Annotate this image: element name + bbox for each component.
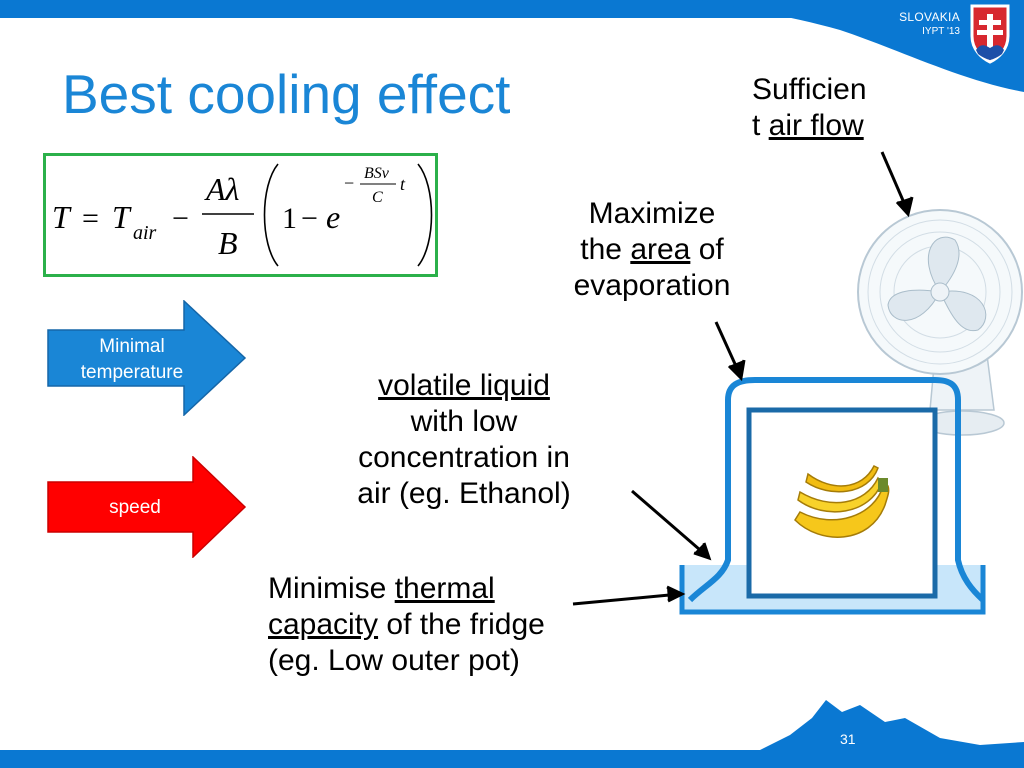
minimise-underlined-2: capacity bbox=[268, 608, 379, 641]
volatile-label: volatile liquid with low concentration i… bbox=[314, 368, 614, 512]
formula-numerator: Aλ bbox=[204, 171, 240, 207]
volatile-line3: concentration in bbox=[358, 441, 570, 474]
formula-denominator: B bbox=[218, 225, 238, 261]
minimise-line1: Minimise thermal bbox=[268, 572, 495, 605]
banana-icon bbox=[794, 464, 890, 538]
bottom-bar bbox=[0, 750, 1024, 768]
minimise-underlined-1: thermal bbox=[394, 572, 495, 605]
minimise-line3: (eg. Low outer pot) bbox=[268, 644, 520, 677]
minimal-temperature-label: Minimal temperature bbox=[52, 334, 212, 386]
airflow-label: Sufficien t air flow bbox=[752, 72, 867, 144]
formula-exp-den: C bbox=[372, 189, 383, 206]
minimise-label: Minimise thermal capacity of the fridge … bbox=[268, 571, 545, 679]
maximize-line3: evaporation bbox=[573, 269, 731, 302]
brand-event: IYPT '13 bbox=[922, 26, 960, 37]
header-wave bbox=[700, 0, 1024, 92]
airflow-underlined: air flow bbox=[768, 109, 864, 142]
speed-arrow bbox=[47, 456, 247, 558]
page-number: 31 bbox=[840, 731, 856, 747]
formula-exp-minus: − bbox=[344, 173, 354, 193]
formula-exp-t: t bbox=[400, 174, 406, 194]
volatile-line4: air (eg. Ethanol) bbox=[357, 477, 571, 510]
formula-minus-1: − bbox=[172, 202, 189, 235]
minimal-label-line1: Minimal bbox=[99, 336, 165, 357]
maximize-label: Maximize the area of evaporation bbox=[540, 196, 764, 304]
formula-e: e bbox=[326, 199, 340, 235]
maximize-line1: Maximize bbox=[588, 197, 716, 230]
formula-right-paren bbox=[417, 163, 433, 267]
volatile-line1: volatile liquid bbox=[314, 368, 614, 404]
speed-label: speed bbox=[109, 497, 161, 518]
fridge-pots bbox=[679, 377, 986, 615]
formula-equals: = bbox=[82, 202, 99, 235]
maximize-underlined: area bbox=[630, 233, 691, 266]
minimal-temperature-arrow bbox=[47, 300, 247, 416]
formula-tair-base: T bbox=[112, 199, 132, 235]
formula-exp-num: BSv bbox=[364, 165, 390, 182]
formula-one: 1 bbox=[282, 202, 297, 235]
minimise-line2: capacity of the fridge bbox=[268, 608, 545, 641]
volatile-underlined: volatile liquid bbox=[378, 369, 550, 402]
formula-lhs: T bbox=[52, 199, 72, 235]
formula-tair-sub: air bbox=[133, 222, 157, 244]
slovakia-crest-icon bbox=[970, 4, 1010, 64]
brand-country: SLOVAKIA bbox=[899, 10, 960, 24]
slide-title: Best cooling effect bbox=[62, 63, 511, 125]
maximize-line2: the area of bbox=[580, 233, 724, 266]
formula-minus-2: − bbox=[301, 202, 318, 235]
volatile-line2: with low bbox=[410, 405, 518, 438]
airflow-line1: Sufficien bbox=[752, 73, 867, 106]
minimal-label-line2: temperature bbox=[80, 362, 184, 383]
cooling-formula: T = T air − Aλ B 1 − e − BSv C t bbox=[52, 163, 433, 267]
airflow-line2: t air flow bbox=[752, 109, 864, 142]
annotation-arrows bbox=[572, 151, 914, 606]
formula-box: T = T air − Aλ B 1 − e − BSv C t bbox=[43, 153, 438, 277]
formula-left-paren bbox=[263, 163, 279, 267]
